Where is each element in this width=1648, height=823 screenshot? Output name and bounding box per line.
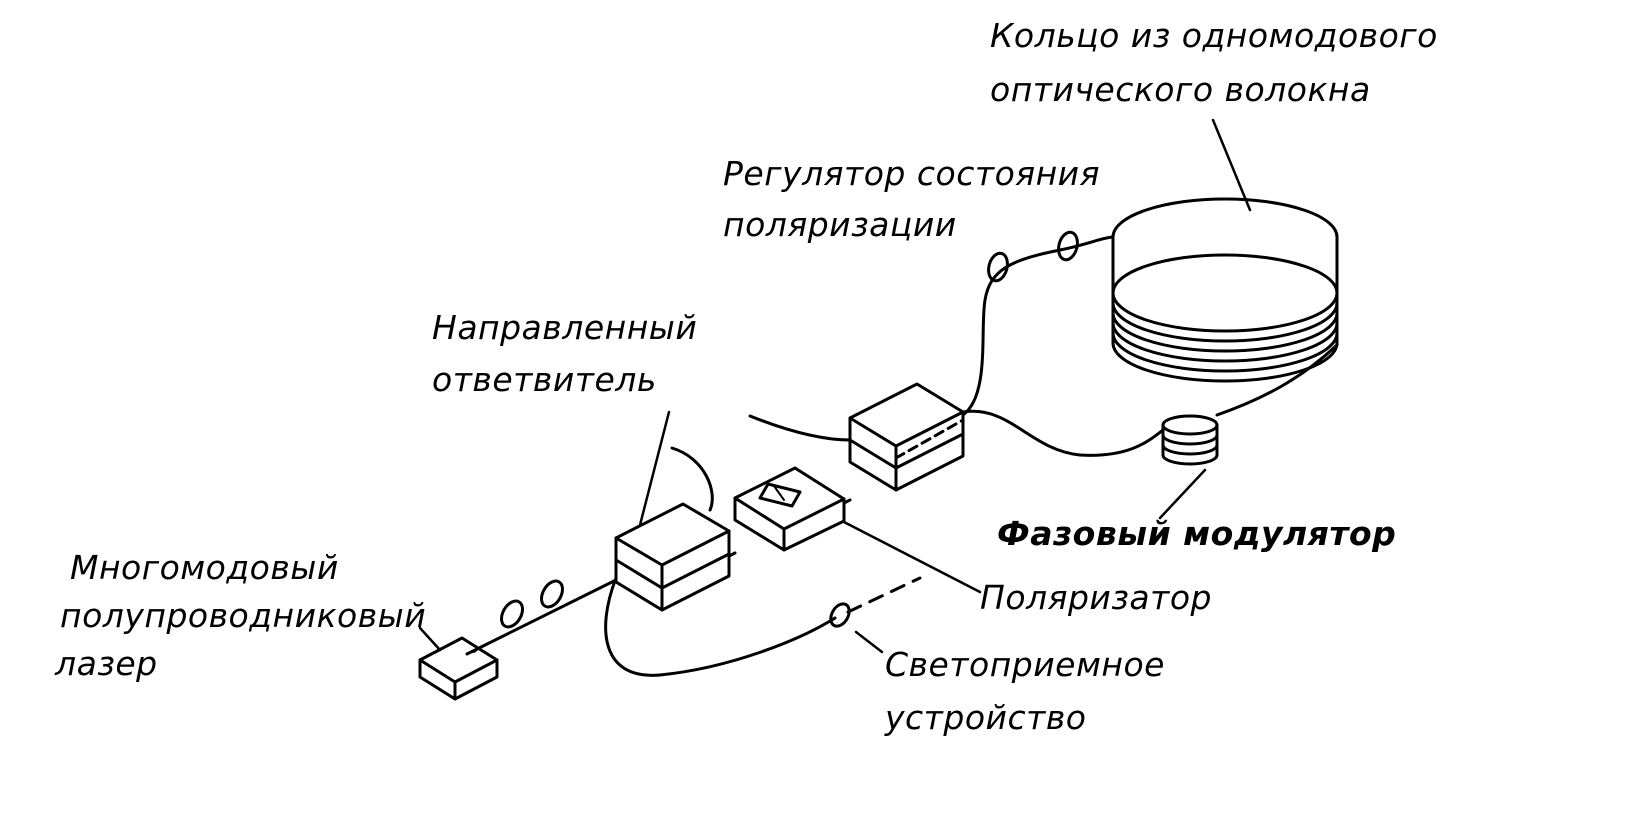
coupler-fibers <box>604 414 922 677</box>
coupler-lower <box>614 502 731 612</box>
ring-label-line2: оптического волокна <box>990 70 1371 109</box>
detector-label-line2: устройство <box>885 698 1087 737</box>
laser-label-line3: лазер <box>55 644 158 683</box>
detector-label-line1: Светоприемное <box>885 645 1165 684</box>
fiber-ring-coil <box>1111 197 1339 383</box>
polarization-controller-label-line2: поляризации <box>723 205 957 244</box>
coupler-label-line2: ответвитель <box>432 360 657 399</box>
laser-label-line2: полупроводниковый <box>60 596 427 635</box>
polarizer-block <box>733 466 846 552</box>
phase-modulator-label: Фазовый модулятор <box>997 514 1397 553</box>
phase-modulator <box>1161 414 1219 466</box>
leader-lines <box>418 118 1252 654</box>
ring-fibers <box>961 230 1339 457</box>
polarization-controller-label-line1: Регулятор состояния <box>723 154 1100 193</box>
laser-label-line1: Многомодовый <box>70 548 339 587</box>
laser-box <box>418 636 499 701</box>
ring-label-line1: Кольцо из одномодового <box>990 16 1438 55</box>
main-fiber <box>465 418 965 656</box>
polarizer-label: Поляризатор <box>980 578 1212 617</box>
coupler-label-line1: Направленный <box>432 308 698 347</box>
coupler-upper <box>848 382 965 492</box>
